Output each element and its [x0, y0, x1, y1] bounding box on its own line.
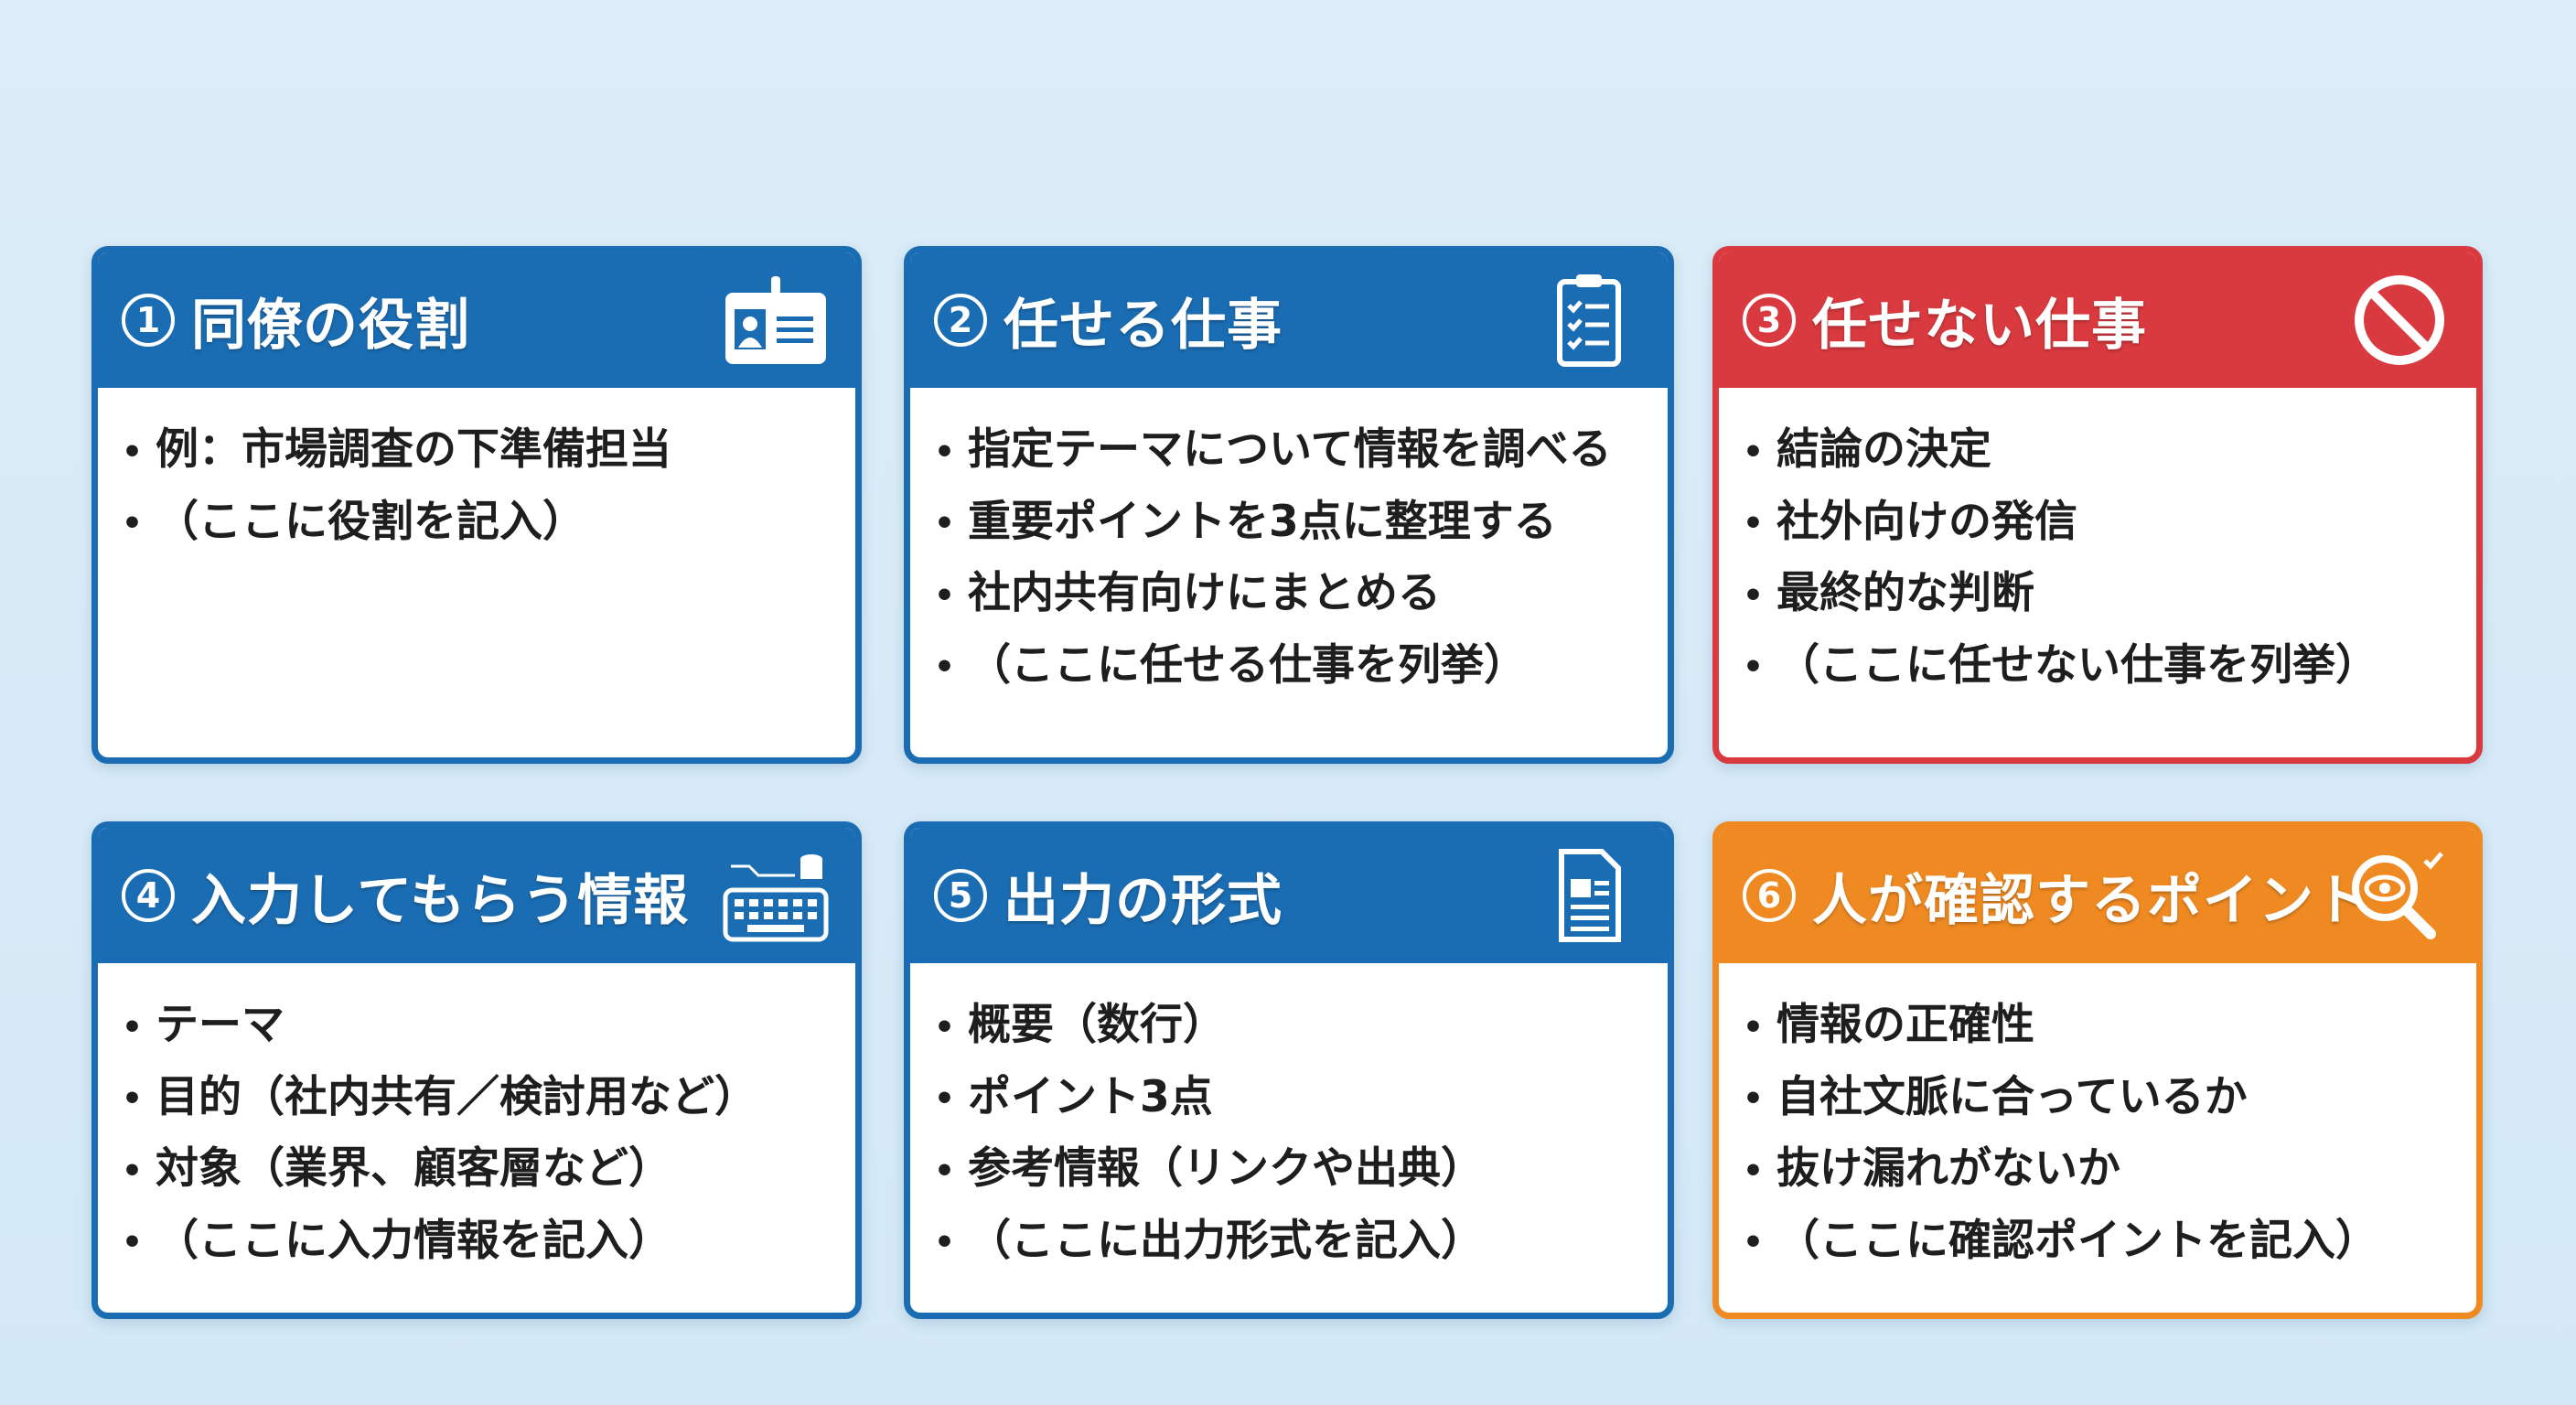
card-header: 6 人が確認するポイント	[1719, 828, 2476, 963]
card-number: 1	[122, 294, 175, 347]
card-list: 概要（数行） ポイント3点 参考情報（リンクや出典） （ここに出力形式を記入）	[910, 963, 1668, 1296]
list-item: 自社文脈に合っているか	[1743, 1063, 2453, 1135]
card-list: 指定テーマについて情報を調べる 重要ポイントを3点に整理する 社内共有向けにまと…	[910, 388, 1668, 721]
card-header: 1 同僚の役割	[98, 252, 855, 388]
list-item: （ここに確認ポイントを記入）	[1743, 1207, 2453, 1279]
card-number: 3	[1743, 294, 1796, 347]
card-list: 例：市場調査の下準備担当 （ここに役割を記入）	[98, 388, 855, 577]
list-item: 例：市場調査の下準備担当	[122, 415, 832, 488]
prohibited-icon	[2355, 275, 2444, 365]
list-item: 概要（数行）	[934, 991, 1644, 1063]
card-colleague-role: 1 同僚の役割 例：市場調査の下準備担当 （ここに役割を記入）	[91, 246, 862, 764]
list-item: 社内共有向けにまとめる	[934, 559, 1644, 631]
list-item: 結論の決定	[1743, 415, 2453, 488]
card-number: 2	[934, 294, 987, 347]
list-item: 指定テーマについて情報を調べる	[934, 415, 1644, 488]
card-header: 2 任せる仕事	[910, 252, 1668, 388]
card-title: 任せない仕事	[1812, 293, 2147, 358]
list-item: （ここに役割を記入）	[122, 488, 832, 560]
card-human-check-points: 6 人が確認するポイント 情報の正確性 自社文脈に合っているか 抜け漏れがないか…	[1712, 821, 2483, 1319]
magnifier-eye-check-icon	[2352, 852, 2443, 939]
list-item: （ここに任せる仕事を列挙）	[934, 631, 1644, 703]
document-icon	[1559, 849, 1621, 942]
card-list: テーマ 目的（社内共有／検討用など） 対象（業界、顧客層など） （ここに入力情報…	[98, 963, 855, 1296]
card-number: 5	[934, 869, 987, 922]
list-item: 社外向けの発信	[1743, 488, 2453, 560]
list-item: 重要ポイントを3点に整理する	[934, 488, 1644, 560]
card-title: 出力の形式	[1004, 868, 1283, 933]
keyboard-database-icon	[723, 854, 829, 942]
card-title: 任せる仕事	[1004, 293, 1283, 358]
card-delegated-tasks: 2 任せる仕事 指定テーマについて情報を調べる 重要ポイントを3点に整理する 社…	[904, 246, 1674, 764]
list-item: 抜け漏れがないか	[1743, 1134, 2453, 1207]
list-item: 参考情報（リンクや出典）	[934, 1134, 1644, 1207]
card-number: 4	[122, 869, 175, 922]
list-item: 情報の正確性	[1743, 991, 2453, 1063]
list-item: 目的（社内共有／検討用など）	[122, 1063, 832, 1135]
list-item: テーマ	[122, 991, 832, 1063]
card-header: 4 入力してもらう情報	[98, 828, 855, 963]
card-list: 情報の正確性 自社文脈に合っているか 抜け漏れがないか （ここに確認ポイントを記…	[1719, 963, 2476, 1296]
card-title: 入力してもらう情報	[191, 868, 690, 933]
list-item: 最終的な判断	[1743, 559, 2453, 631]
list-item: （ここに出力形式を記入）	[934, 1207, 1644, 1279]
list-item: 対象（業界、顧客層など）	[122, 1134, 832, 1207]
list-item: （ここに任せない仕事を列挙）	[1743, 631, 2453, 703]
clipboard-checklist-icon	[1557, 274, 1621, 367]
card-header: 3 任せない仕事	[1719, 252, 2476, 388]
id-badge-icon	[725, 276, 826, 364]
list-item: ポイント3点	[934, 1063, 1644, 1135]
card-title: 人が確認するポイント	[1812, 868, 2370, 933]
card-input-info: 4 入力してもらう情報 テーマ 目的（社内共有／検討用など） 対象（業界、顧客層…	[91, 821, 862, 1319]
card-header: 5 出力の形式	[910, 828, 1668, 963]
card-output-format: 5 出力の形式 概要（数行） ポイント3点 参考情報（リンクや出典） （ここに出…	[904, 821, 1674, 1319]
card-title: 同僚の役割	[191, 293, 470, 358]
card-list: 結論の決定 社外向けの発信 最終的な判断 （ここに任せない仕事を列挙）	[1719, 388, 2476, 721]
list-item: （ここに入力情報を記入）	[122, 1207, 832, 1279]
card-non-delegated-tasks: 3 任せない仕事 結論の決定 社外向けの発信 最終的な判断 （ここに任せない仕事…	[1712, 246, 2483, 764]
card-number: 6	[1743, 869, 1796, 922]
